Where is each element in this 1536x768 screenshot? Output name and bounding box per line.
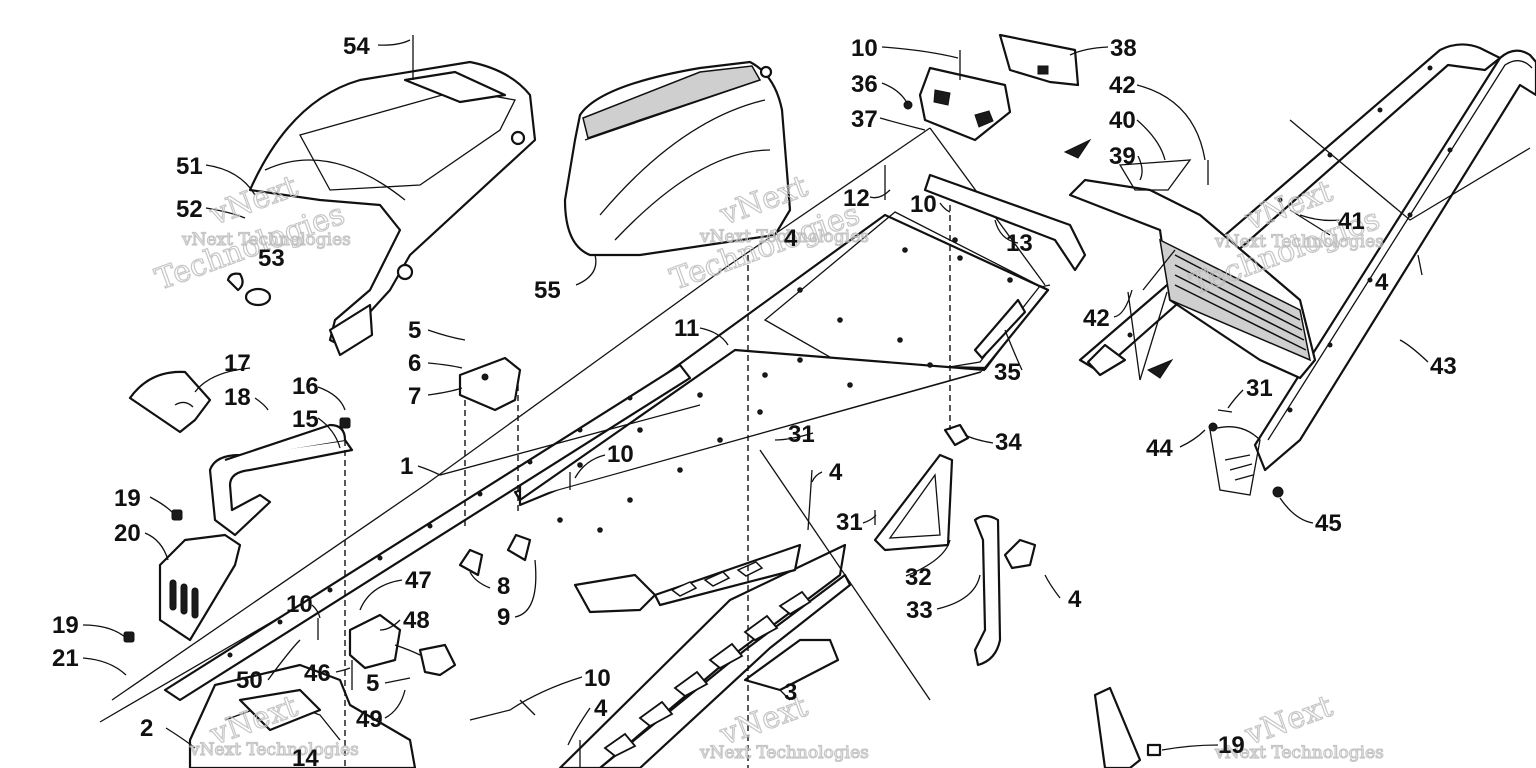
callout-49: 49 [356,706,383,733]
left-brackets [128,370,354,642]
callout-10-mid: 10 [910,191,937,218]
tail-light-housing [918,33,1080,142]
callout-10-center: 10 [607,441,634,468]
callout-42-top: 42 [1109,72,1136,99]
small-parts [123,100,1284,768]
callout-4-center: 4 [829,459,843,486]
callout-45: 45 [1315,510,1342,537]
snow-flap [1068,159,1317,380]
callout-11: 11 [674,315,699,342]
callout-15: 15 [292,406,319,433]
direction-arrows [1063,138,1174,379]
callout-7: 7 [408,383,421,410]
callout-35: 35 [994,359,1021,386]
callout-43: 43 [1430,353,1457,380]
callout-36: 36 [851,71,878,98]
callout-14: 14 [292,745,319,768]
callout-5-upper: 5 [408,317,421,344]
tunnel-top-panel [518,211,1050,533]
callout-19-upper: 19 [114,485,141,512]
callout-34: 34 [995,429,1022,456]
callout-41: 41 [1338,208,1365,235]
callout-4-top: 4 [784,225,798,252]
callout-37: 37 [851,106,878,133]
callout-39: 39 [1109,143,1136,170]
rear-bumper-rail [1078,43,1536,496]
callout-10-lower: 10 [584,665,611,692]
callout-31-mid: 31 [788,421,815,448]
watermark-caption: vNext Technologies [699,743,869,763]
callout-31-lower: 31 [836,509,863,536]
callout-9: 9 [497,604,510,631]
callout-53: 53 [258,245,285,272]
callout-31-right: 31 [1246,375,1273,402]
callout-1: 1 [400,453,413,480]
lower-left-bracket [188,663,417,768]
callout-50: 50 [236,667,263,694]
callout-10-top: 10 [851,35,878,62]
callout-4-lower: 4 [594,695,608,722]
callout-4-right: 4 [1375,269,1389,296]
watermark-caption: vNext Technologies [181,230,351,250]
running-board [558,543,852,768]
callout-51: 51 [176,153,203,180]
callout-5-lower: 5 [366,670,379,697]
callout-4-lower-right: 4 [1068,586,1082,613]
callout-10-left: 10 [286,591,313,618]
callout-55: 55 [534,277,561,304]
callout-12: 12 [843,185,870,212]
callout-19-lower: 19 [52,612,79,639]
callout-20: 20 [114,520,141,547]
callout-48: 48 [403,607,430,634]
callout-6: 6 [408,350,421,377]
watermark-caption: vNext Technologies [699,227,869,247]
callout-19-bottom: 19 [1218,732,1245,759]
seat [226,60,537,357]
callout-3: 3 [784,679,797,706]
callout-2: 2 [140,715,153,742]
callout-54: 54 [343,33,370,60]
callout-46: 46 [304,660,331,687]
callout-13: 13 [1006,230,1033,257]
callout-40: 40 [1109,107,1136,134]
callout-16: 16 [292,373,319,400]
leader-lines [82,39,1429,751]
callout-44: 44 [1146,435,1173,462]
storage-bag [563,60,792,257]
watermark-caption: vNext Technologies [189,740,359,760]
callout-42-mid: 42 [1083,305,1110,332]
tunnel-left-flange [163,363,692,702]
callout-8: 8 [497,573,510,600]
callout-labels: 54 51 52 53 55 10 38 36 42 37 40 39 12 1… [52,33,1457,768]
watermark-caption: vNext Technologies [1214,743,1384,763]
callout-17: 17 [224,350,251,377]
callout-52: 52 [176,196,203,223]
watermark-caption: vNext Technologies [1214,232,1384,252]
callout-32: 32 [905,564,932,591]
callout-47: 47 [405,567,432,594]
callout-18: 18 [224,384,251,411]
callout-38: 38 [1110,35,1137,62]
callout-33: 33 [906,597,933,624]
callout-21: 21 [52,645,79,672]
